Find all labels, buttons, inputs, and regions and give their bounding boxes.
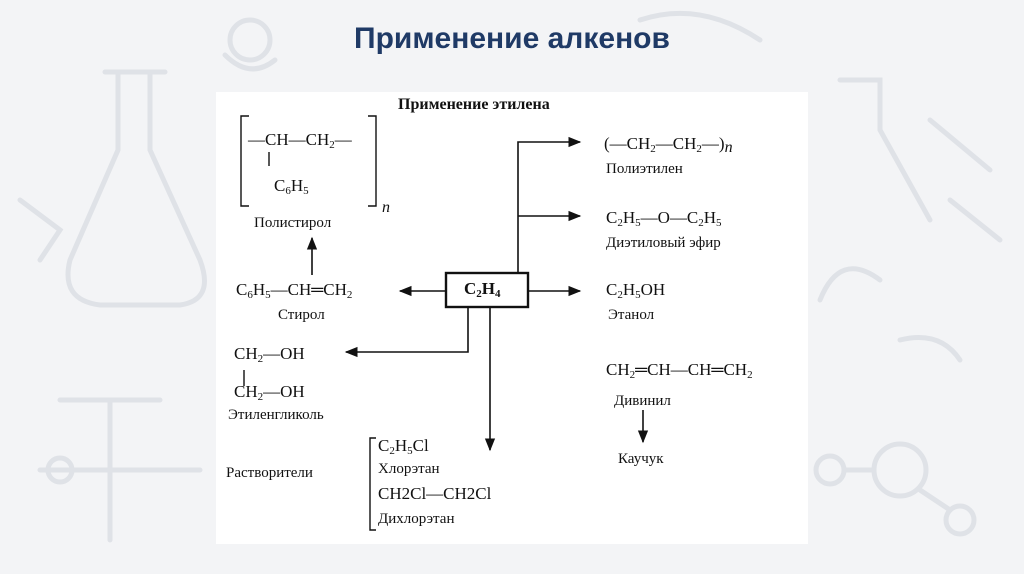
- rubber-label: Каучук: [618, 451, 664, 467]
- ethanol-label: Этанол: [608, 307, 655, 323]
- polystyrene-formula-branch: C6H5: [274, 176, 309, 197]
- dichloroethane-formula: CH2Cl—CH2Cl: [378, 484, 492, 503]
- diagram-arrows: [240, 115, 649, 531]
- styrene-label: Стирол: [278, 307, 325, 323]
- diethyl-ether-formula: C2H5—O—C2H5: [606, 208, 722, 229]
- polystyrene-right-bracket: [368, 115, 377, 207]
- ethylene-diagram-panel: Применение этилена C2H4 —CH—CH2— C6H5 n …: [216, 92, 808, 544]
- styrene-formula: C6H5—CH═CH2: [236, 280, 353, 301]
- polystyrene-formula-line1: —CH—CH2—: [248, 130, 352, 151]
- polyethylene-label: Полиэтилен: [606, 161, 683, 177]
- dichloroethane-label: Дихлорэтан: [378, 511, 455, 527]
- ethylene-glycol-formula-line1: CH2—OH: [234, 344, 305, 365]
- ethylene-glycol-label: Этиленгликоль: [228, 407, 324, 423]
- polystyrene-label: Полистирол: [254, 215, 332, 231]
- ethylene-glycol-formula-line2: CH2—OH: [234, 382, 305, 403]
- divinyl-formula: CH2═CH—CH═CH2: [606, 360, 753, 381]
- solvents-bracket: [369, 437, 376, 531]
- slide-title: Применение алкенов: [354, 22, 670, 55]
- chloroethane-formula: C2H5Cl: [378, 436, 429, 457]
- arrow-to-polyethylene: [517, 136, 582, 273]
- panel-heading: Применение этилена: [398, 96, 550, 113]
- polystyrene-n: n: [382, 199, 390, 216]
- polyethylene-formula: (—CH2—CH2—)n: [604, 134, 733, 156]
- ethanol-formula: C2H5OH: [606, 280, 666, 301]
- polystyrene-left-bracket: [240, 115, 249, 207]
- divinyl-label: Дивинил: [614, 393, 671, 409]
- chloroethane-label: Хлорэтан: [378, 461, 440, 477]
- arrow-to-ethylene-glycol: [344, 307, 469, 358]
- diethyl-ether-label: Диэтиловый эфир: [606, 235, 721, 251]
- ethylene-formula: C2H4: [464, 279, 501, 300]
- ethylene-box: [444, 271, 530, 309]
- solvents-label: Растворители: [226, 465, 313, 481]
